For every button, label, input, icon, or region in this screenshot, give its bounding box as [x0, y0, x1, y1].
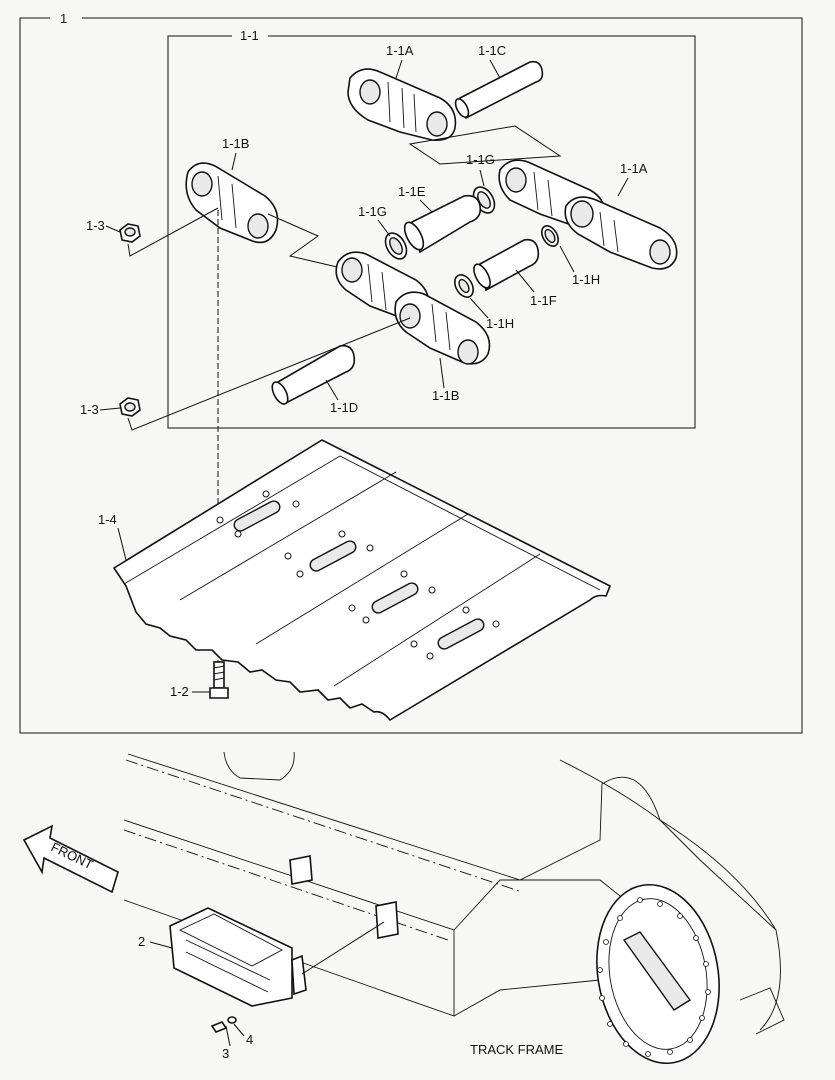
label-1-1f: 1-1F [530, 293, 557, 308]
label-1-3-lower: 1-3 [80, 402, 99, 417]
shoe-slots [233, 500, 485, 650]
track-guard-2 [169, 907, 385, 1007]
nut-1-3-lower [119, 397, 141, 417]
bolt-1-2 [209, 661, 229, 699]
pin-1-1d [271, 344, 356, 406]
label-1-1b-left: 1-1B [222, 136, 249, 151]
label-1-3-upper: 1-3 [86, 218, 105, 233]
track-shoe-1-4 [112, 439, 612, 722]
label-1-1g-right: 1-1G [466, 152, 495, 167]
label-3: 3 [222, 1046, 229, 1061]
label-1-1h-lower: 1-1H [486, 316, 514, 331]
front-arrow [22, 824, 119, 894]
label-1-1a-top: 1-1A [386, 43, 414, 58]
label-1-2: 1-2 [170, 684, 189, 699]
washer-4 [227, 1016, 237, 1024]
subassembly-label: 1-1 [240, 28, 259, 43]
assembly-label: 1 [60, 11, 67, 26]
label-1-1c: 1-1C [478, 43, 506, 58]
label-4: 4 [246, 1032, 253, 1047]
shoe-bolt-holes [216, 490, 500, 660]
label-1-1h-right: 1-1H [572, 272, 600, 287]
link-1-1b-left [185, 162, 279, 244]
track-frame [123, 751, 785, 1065]
flange-bolt-holes [597, 897, 711, 1057]
label-1-1g-left: 1-1G [358, 204, 387, 219]
bushing-1-1f [473, 238, 540, 292]
nut-1-3-upper [119, 223, 141, 243]
label-1-4: 1-4 [98, 512, 117, 527]
label-1-1a-right: 1-1A [620, 161, 648, 176]
label-1-1b-lower: 1-1B [432, 388, 459, 403]
link-1-1a-top [347, 68, 457, 142]
label-1-1e: 1-1E [398, 184, 426, 199]
label-track-frame: TRACK FRAME [470, 1042, 564, 1057]
assembly-frame [19, 17, 803, 734]
label-2: 2 [138, 934, 145, 949]
link-1-1a-right [498, 159, 678, 270]
link-1-1b-lower [335, 251, 491, 365]
seal-1-1h-lower [454, 274, 474, 298]
subassembly-frame [167, 35, 696, 429]
pin-1-1c [454, 60, 544, 120]
screw-3 [210, 1021, 228, 1033]
seal-1-1h-right [541, 225, 559, 247]
bushing-1-1e [403, 194, 482, 254]
label-1-1d: 1-1D [330, 400, 358, 415]
